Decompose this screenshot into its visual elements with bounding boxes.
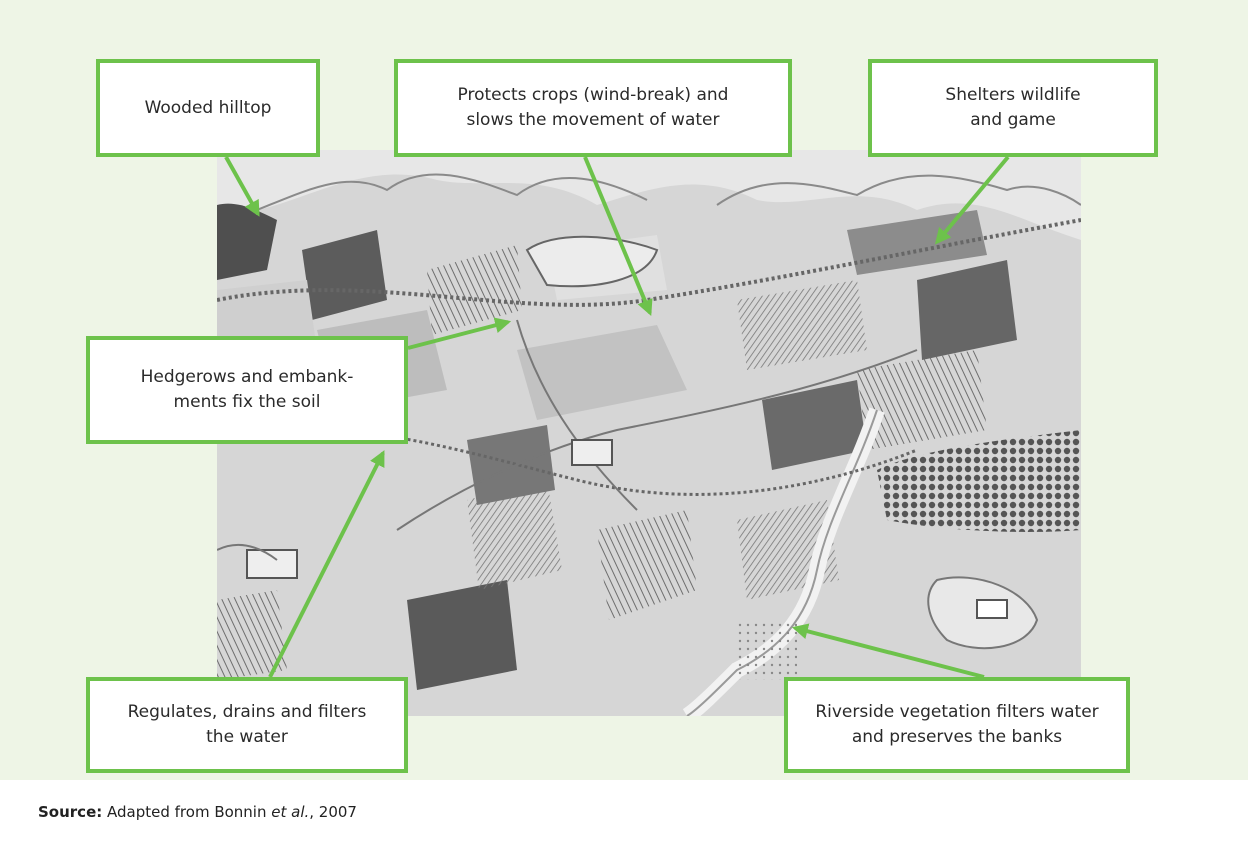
callout-text-line-1: Shelters wildlife bbox=[945, 85, 1081, 105]
callout-text-line-2: and preserves the banks bbox=[851, 727, 1063, 747]
callout-text-line-2: and game bbox=[970, 110, 1056, 130]
source-text-after: , 2007 bbox=[309, 803, 357, 821]
source-text-before: Adapted from Bonnin bbox=[102, 803, 272, 821]
source-label: Source: bbox=[38, 803, 103, 821]
source-citation: Source: Adapted from Bonnin et al., 2007 bbox=[38, 803, 357, 821]
callout-riverside-vegetation: Riverside vegetation filters water and p… bbox=[784, 677, 1130, 773]
figure-panel: Wooded hilltop Protects crops (wind-brea… bbox=[0, 0, 1248, 780]
callout-text-line-1: Protects crops (wind-break) and bbox=[457, 85, 729, 105]
callout-wooded-hilltop: Wooded hilltop bbox=[96, 59, 320, 157]
callout-shelters-wildlife: Shelters wildlife and game bbox=[868, 59, 1158, 157]
callout-text: Wooded hilltop bbox=[144, 97, 272, 118]
callout-protects-crops: Protects crops (wind-break) and slows th… bbox=[394, 59, 792, 157]
callout-text-line-1: Riverside vegetation filters water bbox=[815, 702, 1099, 722]
callout-regulates-drains: Regulates, drains and filters the water bbox=[86, 677, 408, 773]
callout-text-line-2: the water bbox=[206, 727, 288, 747]
callout-text-line-2: ments fix the soil bbox=[173, 392, 321, 412]
callout-text-line-1: Hedgerows and embank- bbox=[140, 367, 354, 387]
callout-text-line-2: slows the movement of water bbox=[466, 110, 720, 130]
callout-text-line-1: Regulates, drains and filters bbox=[127, 702, 367, 722]
callout-hedgerows: Hedgerows and embank- ments fix the soil bbox=[86, 336, 408, 444]
source-italic: et al. bbox=[271, 803, 310, 821]
